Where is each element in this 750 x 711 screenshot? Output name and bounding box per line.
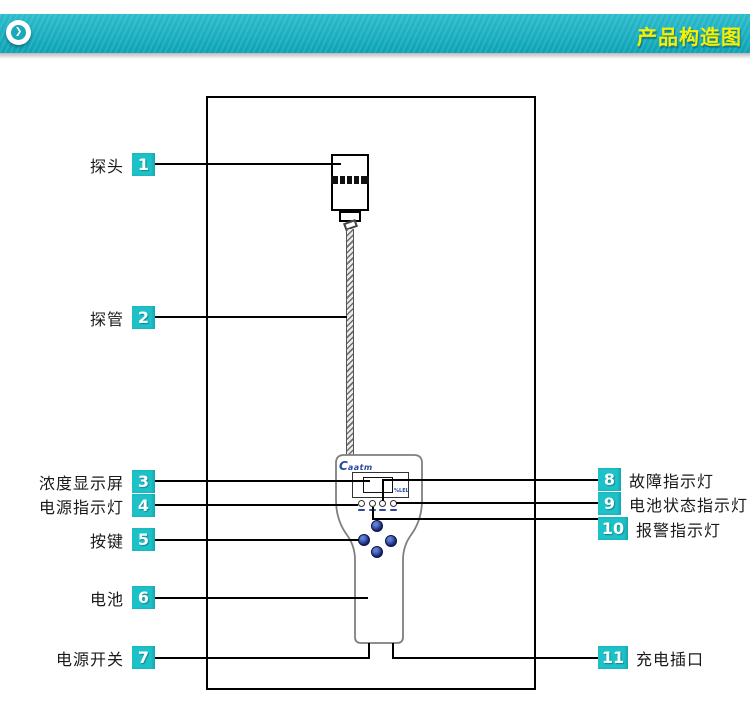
- callout-label: 故障指示灯: [629, 471, 715, 491]
- button-down: [371, 546, 383, 558]
- fault-led: [379, 500, 386, 507]
- probe-band-slat: [352, 176, 354, 184]
- led-caption-mark: [390, 509, 397, 511]
- callout-label: 电源开关: [55, 649, 124, 669]
- probe-band-slat: [359, 176, 361, 184]
- callout-line-7-riser: [368, 643, 370, 659]
- number-badge: 11: [598, 646, 628, 669]
- number-badge: 3: [132, 470, 155, 493]
- callout-probe-tube: 探管 2: [90, 306, 155, 329]
- callout-label: 电池: [89, 589, 124, 609]
- callout-charge-port: 11 充电插口: [598, 646, 704, 669]
- header-shadow: [0, 53, 750, 59]
- callout-line-8-drop: [382, 479, 384, 501]
- callout-label: 浓度显示屏: [38, 473, 124, 493]
- callout-display: 浓度显示屏 3: [39, 470, 155, 493]
- callout-line-2: [155, 316, 347, 318]
- callout-power-led: 电源指示灯 4: [39, 494, 155, 517]
- number-badge: 2: [132, 306, 155, 329]
- probe-band-slat: [345, 176, 347, 184]
- callout-label: 报警指示灯: [636, 520, 722, 540]
- callout-label: 电源指示灯: [38, 497, 124, 517]
- header-bar: [0, 14, 750, 53]
- callout-battery: 电池 6: [90, 586, 155, 609]
- power-led: [358, 500, 365, 507]
- number-badge: 9: [598, 492, 621, 515]
- screen-unit-label: %LEL: [394, 488, 409, 494]
- number-badge: 6: [132, 586, 155, 609]
- probe-tube: [346, 229, 354, 455]
- callout-label: 充电插口: [636, 649, 705, 669]
- top-white-strip: [0, 0, 750, 14]
- callout-label: 探管: [89, 309, 124, 329]
- alarm-led: [369, 500, 376, 507]
- callout-line-6: [155, 597, 368, 599]
- callout-battery-status-led: 9 电池状态指示灯: [598, 492, 748, 515]
- callout-fault-led: 8 故障指示灯: [598, 468, 714, 491]
- number-badge: 1: [132, 153, 155, 176]
- chevron-right-icon: ❯: [11, 25, 26, 40]
- callout-line-4: [155, 504, 358, 506]
- callout-buttons: 按键 5: [90, 528, 155, 551]
- callout-probe: 探头 1: [90, 153, 155, 176]
- number-badge: 4: [132, 494, 155, 517]
- callout-line-11: [392, 657, 598, 659]
- callout-line-5: [155, 539, 359, 541]
- callout-label: 探头: [89, 156, 124, 176]
- led-caption-mark: [379, 509, 386, 511]
- callout-label: 电池状态指示灯: [629, 495, 749, 515]
- button-up: [371, 520, 383, 532]
- callout-line-11-riser: [392, 643, 394, 659]
- led-caption-mark: [358, 509, 365, 511]
- button-right: [385, 535, 397, 547]
- probe-sensor-band: [331, 176, 369, 184]
- callout-label: 按键: [89, 531, 124, 551]
- display-screen: [363, 477, 393, 493]
- callout-line-8: [382, 479, 598, 481]
- callout-power-switch: 电源开关 7: [56, 646, 155, 669]
- callout-line-10-drop: [372, 507, 374, 519]
- button-left: [358, 534, 370, 546]
- callout-line-10: [372, 518, 598, 520]
- header-medallion: ❯: [6, 20, 31, 45]
- brand-logo: Caatm: [339, 459, 373, 473]
- callout-line-3: [155, 480, 370, 482]
- page-title: 产品构造图: [637, 25, 742, 49]
- callout-line-1: [155, 163, 341, 165]
- number-badge: 5: [132, 528, 155, 551]
- number-badge: 7: [132, 646, 155, 669]
- number-badge: 10: [598, 517, 628, 540]
- callout-line-9: [396, 502, 598, 504]
- number-badge: 8: [598, 468, 621, 491]
- callout-alarm-led: 10 报警指示灯: [598, 517, 721, 540]
- callout-line-7: [150, 657, 370, 659]
- probe-band-slat: [338, 176, 340, 184]
